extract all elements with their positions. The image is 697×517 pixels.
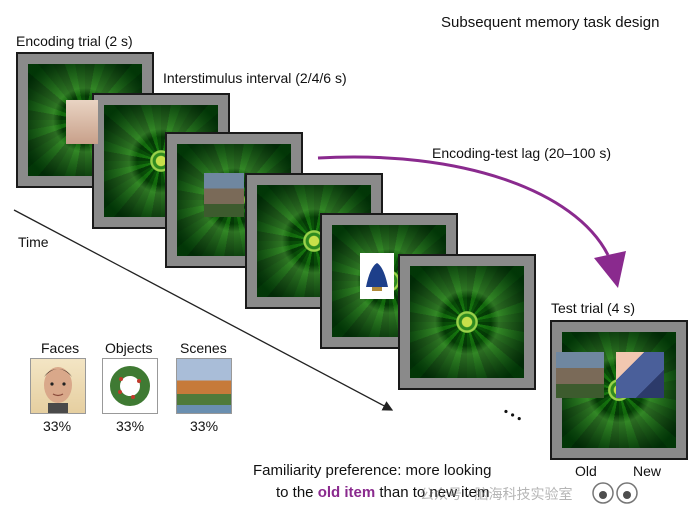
category-faces-image xyxy=(30,358,86,414)
lag-label: Encoding-test lag (20–100 s) xyxy=(432,145,611,161)
face-image xyxy=(66,100,98,144)
stimulus-frame-6 xyxy=(398,254,536,390)
category-objects-image xyxy=(102,358,158,414)
time-label: Time xyxy=(18,234,49,250)
kaleidoscope-background xyxy=(410,266,524,378)
caption-line-1: Familiarity preference: more looking xyxy=(253,462,492,479)
caption-line-2-post: than to new item xyxy=(375,484,490,501)
isi-label: Interstimulus interval (2/4/6 s) xyxy=(163,70,347,86)
diagram-title: Subsequent memory task design xyxy=(441,14,660,31)
caption-line-2: to the old item than to new item xyxy=(276,484,489,501)
lag-arrow-head xyxy=(594,251,626,288)
kaleidoscope-background xyxy=(332,225,446,337)
test-trial-frame xyxy=(550,320,688,460)
new-label: New xyxy=(633,463,662,479)
new-item-image xyxy=(616,352,664,398)
category-faces-percent: 33% xyxy=(43,418,72,434)
old-label: Old xyxy=(575,463,597,479)
caption-line-2-pre: to the xyxy=(276,484,318,501)
test-trial-label: Test trial (4 s) xyxy=(551,300,636,316)
category-objects-percent: 33% xyxy=(116,418,145,434)
category-scenes-name: Scenes xyxy=(180,340,227,356)
time-arrow xyxy=(13,209,394,411)
old-item-image xyxy=(556,352,604,398)
object-image xyxy=(360,253,394,299)
scene-image xyxy=(204,173,244,217)
category-faces-name: Faces xyxy=(41,340,80,356)
lag-arrow xyxy=(317,155,610,256)
caption-old-item: old item xyxy=(317,484,376,501)
category-objects-name: Objects xyxy=(105,340,153,356)
face-icon xyxy=(44,367,72,413)
category-scenes-percent: 33% xyxy=(190,418,219,434)
object-icon xyxy=(366,263,388,291)
wreath-icon xyxy=(110,366,150,406)
encoding-trial-label: Encoding trial (2 s) xyxy=(16,33,133,49)
category-scenes-image xyxy=(176,358,232,414)
watermark-text: 公众号 · 脑海科技实验室 xyxy=(420,486,573,502)
